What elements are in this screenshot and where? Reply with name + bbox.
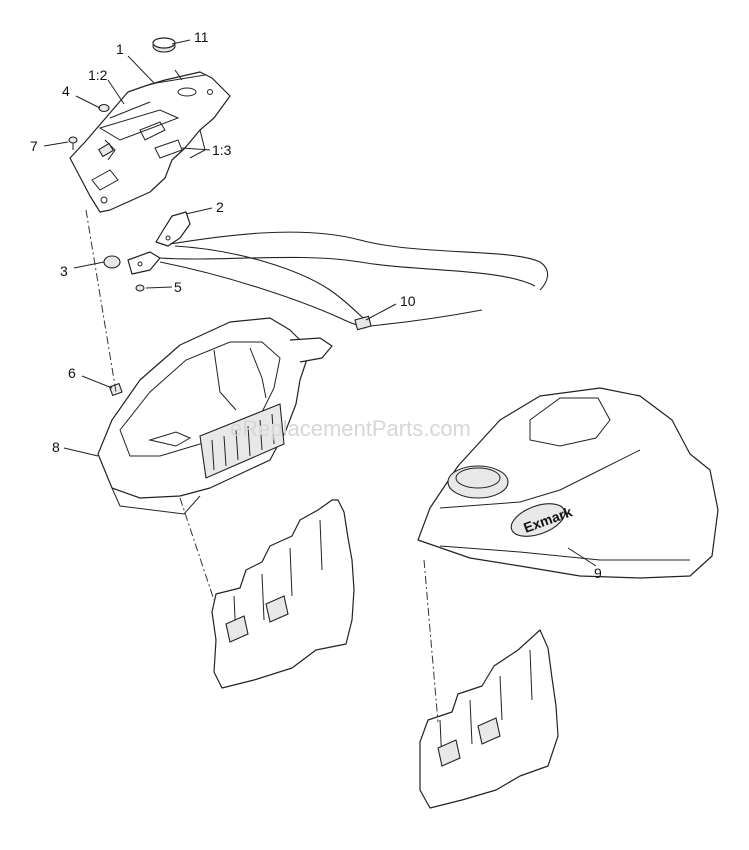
callout-3: 3 — [60, 263, 68, 279]
callout-5: 5 — [174, 279, 182, 295]
part-8-left-console — [97, 317, 333, 515]
part-9-bottom-plate — [419, 629, 559, 809]
part-9-right-console: Exmark — [417, 387, 719, 579]
part-1-control-panel — [69, 69, 231, 213]
callout-6: 6 — [68, 365, 76, 381]
callout-7: 7 — [30, 138, 38, 154]
callout-11: 11 — [194, 29, 209, 45]
callout-8: 8 — [52, 439, 60, 455]
callout-9: 9 — [594, 565, 602, 581]
callout-4: 4 — [62, 83, 70, 99]
leader-lines — [43, 39, 597, 567]
part-4-knob — [98, 103, 110, 113]
callout-labels: 1 11 1:2 4 7 1:3 2 3 5 10 6 8 9 — [30, 29, 602, 581]
watermark-text: eReplacementParts.com — [230, 416, 471, 441]
control-cables — [159, 231, 549, 331]
callout-1: 1 — [116, 41, 124, 57]
part-8-bottom-plate — [211, 499, 355, 689]
part-7-screw — [68, 136, 78, 150]
part-3-bracket — [103, 251, 161, 275]
callout-10: 10 — [400, 293, 416, 309]
part-5-nut — [135, 284, 145, 292]
callout-2: 2 — [216, 199, 224, 215]
callout-1-3: 1:3 — [212, 142, 232, 158]
part-2-bracket — [155, 211, 191, 247]
part-11-cap — [152, 37, 176, 53]
callout-1-2: 1:2 — [88, 67, 108, 83]
alignment-lines — [85, 209, 439, 723]
